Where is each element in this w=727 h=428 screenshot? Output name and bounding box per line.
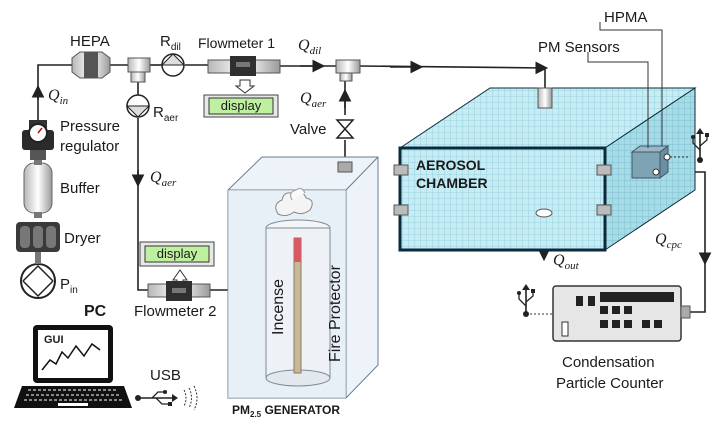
flowmeter-2 [147,281,211,301]
wireless-waves-icon [183,385,198,411]
pressure-regulator-label-2: regulator [60,138,119,155]
pm-generator-box [227,156,379,399]
pm-sensors-leader [587,52,649,148]
q-dil-label: Qdil [298,37,321,57]
dryer [16,222,60,252]
incense-label: Incense [270,279,287,335]
buffer-tank [23,160,53,218]
display-2 [139,241,215,267]
aerosol-chamber-label-2: CHAMBER [416,175,488,191]
hpma-leader [599,22,663,146]
hepa-label: HEPA [70,33,110,50]
pump [20,252,56,299]
valve-label: Valve [290,121,326,138]
usb-label: USB [150,367,181,384]
flowmeter-1-label: Flowmeter 1 [198,35,275,51]
display-1 [203,94,279,118]
q-in-label: Qin [48,87,69,107]
pm-sensors-label: PM Sensors [538,39,620,56]
valve-icon [335,119,355,139]
pm-sensors [630,145,671,179]
pressure-regulator-label-1: Pressure [60,118,120,135]
r-aer-label: Raer [153,104,179,124]
down-arrow-icon [234,79,256,94]
smoke-icon [275,188,313,217]
q-aer-left-label: Qaer [150,169,177,189]
r-dil-label: Rdil [160,33,181,53]
gui-label: GUI [44,334,64,346]
q-out-label: Qout [553,252,580,272]
laptop-icon [14,325,132,408]
flowmeter-1 [207,56,281,76]
buffer-label: Buffer [60,180,100,197]
q-cpc-label: Qcpc [655,231,682,251]
pm-generator-label: PM2.5 GENERATOR [232,403,340,419]
usb-icon [135,390,178,406]
p-in-label: Pin [60,276,78,296]
display-2-text: display [157,246,198,261]
usb-icon [691,128,709,163]
cpc-label-1: Condensation [562,354,655,371]
q-aer-right-label: Qaer [300,90,327,110]
cpc-label-2: Particle Counter [556,375,664,392]
aerosol-chamber [393,87,697,252]
pc-label: PC [84,303,107,320]
r-dil-restrictor [160,53,186,77]
display-1-text: display [221,98,262,113]
tee-junction-1 [127,57,151,73]
tee-junction-2 [335,59,361,74]
fire-protector-label: Fire Protector [327,264,344,362]
cpc-device [552,285,691,342]
r-aer-restrictor [125,94,151,118]
aerosol-chamber-label-1: AEROSOL [416,157,486,173]
hepa-filter [71,51,111,79]
usb-icon [517,284,535,317]
flowmeter-2-label: Flowmeter 2 [134,303,217,320]
hpma-label: HPMA [604,9,647,26]
dryer-label: Dryer [64,230,101,247]
pressure-regulator [22,120,54,160]
